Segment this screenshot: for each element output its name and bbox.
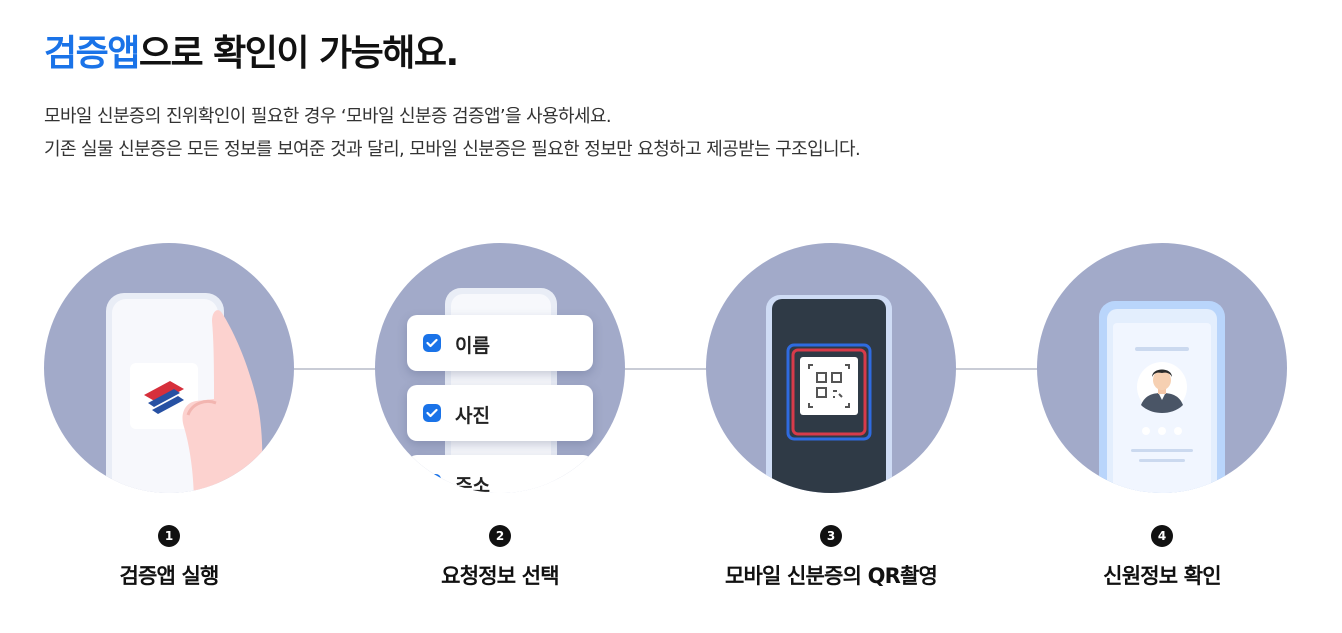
qr-scan-phone-illustration	[766, 295, 892, 493]
step-1-illustration	[44, 243, 294, 493]
step-2-illustration: 이름 사진 주소	[375, 243, 625, 493]
checklist-item-label: 사진	[455, 405, 490, 427]
identity-confirm-phone-illustration	[1099, 301, 1225, 493]
step-connector-3-4	[954, 368, 1038, 370]
checklist-item-label: 이름	[455, 335, 490, 357]
description-line-1: 모바일 신분증의 진위확인이 필요한 경우 ‘모바일 신분증 검증앱’을 사용하…	[44, 106, 612, 127]
page-title-accent: 검증앱	[44, 33, 140, 74]
step-2-number-badge: 2	[489, 525, 511, 547]
step-4-label: 신원정보 확인	[1103, 564, 1221, 588]
checklist-item-address[interactable]: 주소	[407, 455, 593, 493]
step-3-label: 모바일 신분증의 QR촬영	[724, 564, 938, 588]
checklist-item-name[interactable]: 이름	[407, 315, 593, 371]
step-connector-2-3	[624, 368, 708, 370]
step-2-label: 요청정보 선택	[441, 564, 559, 588]
page-title: 검증앱으로 확인이 가능해요.	[44, 24, 459, 76]
step-1-label: 검증앱 실행	[119, 564, 219, 588]
verifier-app-phone-illustration	[106, 293, 263, 493]
description-line-2: 기존 실물 신분증은 모든 정보를 보여준 것과 달리, 모바일 신분증은 필요…	[44, 139, 861, 160]
page-title-rest: 으로 확인이 가능해요.	[138, 33, 459, 74]
checkbox-checked-icon	[423, 334, 441, 352]
checkbox-checked-icon	[423, 404, 441, 422]
checkbox-checked-icon	[423, 474, 441, 492]
step-3-number-badge: 3	[820, 525, 842, 547]
page-description: 모바일 신분증의 진위확인이 필요한 경우 ‘모바일 신분증 검증앱’을 사용하…	[44, 100, 861, 166]
checklist-item-photo[interactable]: 사진	[407, 385, 593, 441]
step-1-number-badge: 1	[158, 525, 180, 547]
step-connector-1-2	[292, 368, 376, 370]
step-3-illustration	[706, 243, 956, 493]
step-4-illustration	[1037, 243, 1287, 493]
checklist-item-label: 주소	[455, 475, 490, 493]
step-4-number-badge: 4	[1151, 525, 1173, 547]
